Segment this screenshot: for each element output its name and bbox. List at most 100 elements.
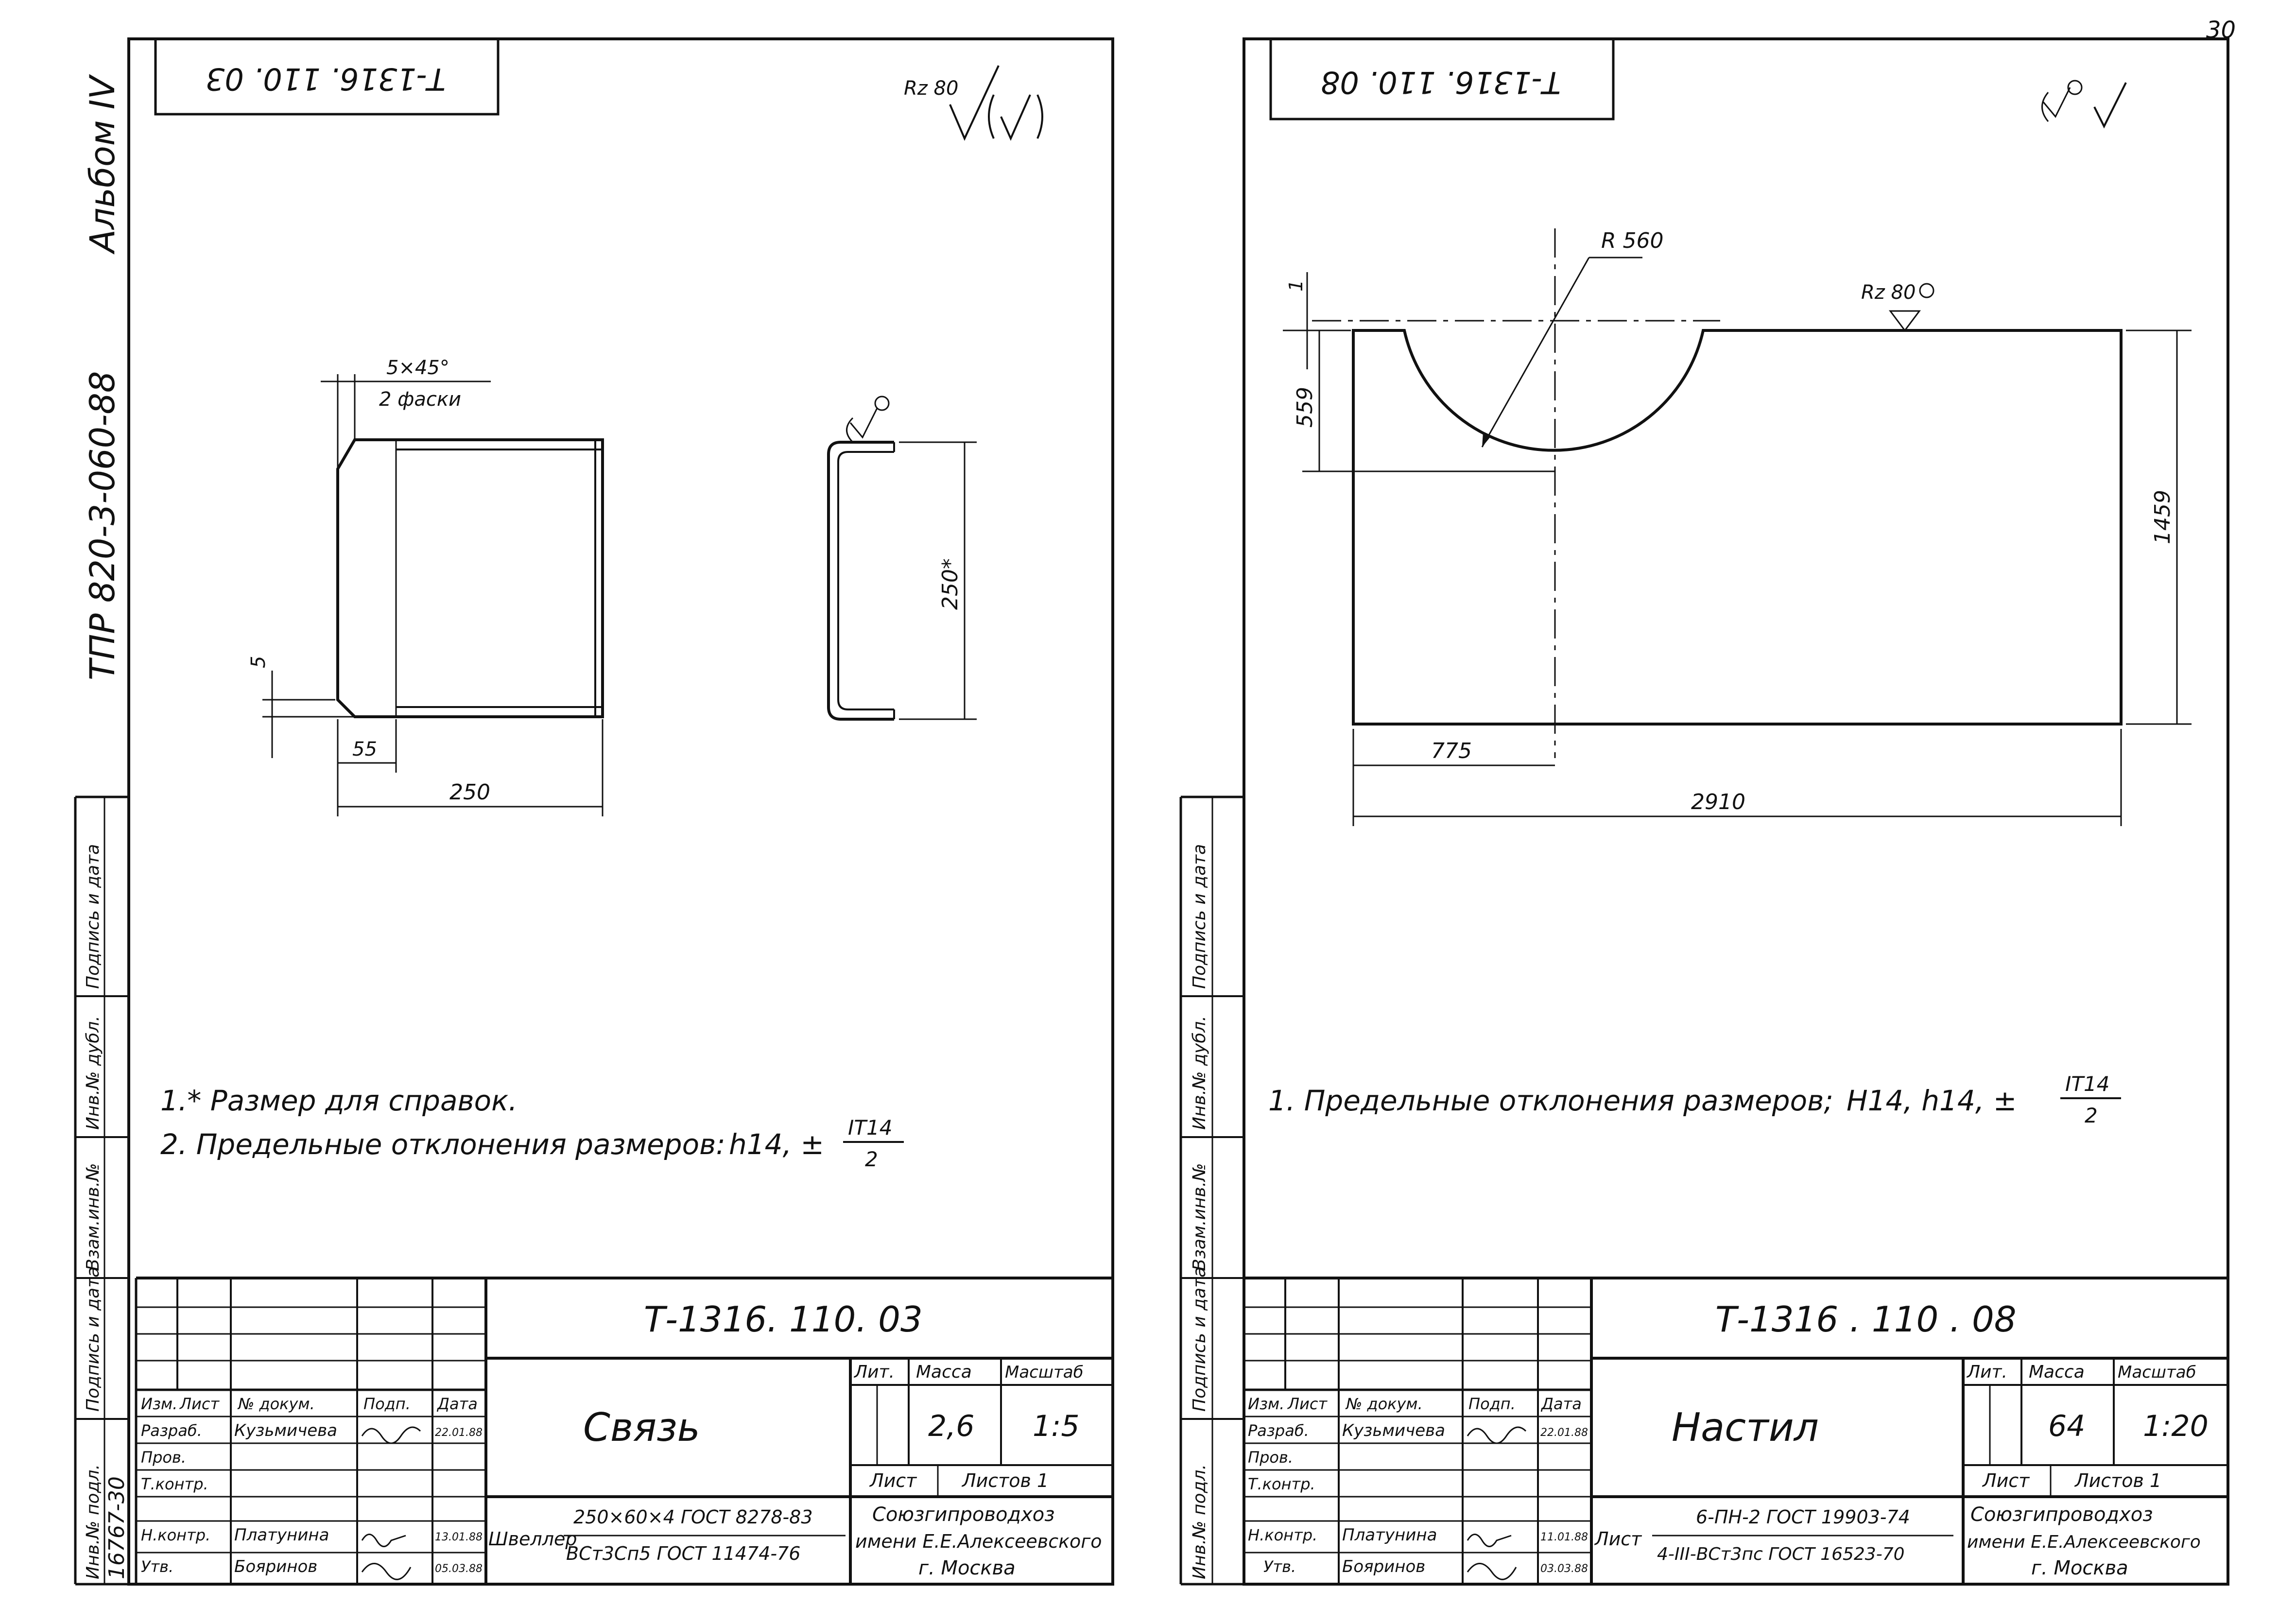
org-3-right: г. Москва	[2031, 1557, 2128, 1579]
org-1-right: Союзгипроводхоз	[1970, 1503, 2153, 1526]
lit-label-right: Лит.	[1966, 1362, 2007, 1382]
date-razrab: 22.01.88	[435, 1427, 483, 1439]
date-nkontr: 13.01.88	[435, 1531, 483, 1543]
sheet-right: Подпись и дата Инв.№ дубл. Взам.инв.№ По…	[1179, 37, 2229, 1586]
material-1-left: 250×60×4 ГОСТ 8278-83	[573, 1506, 813, 1528]
r-name-utv: Бояринов	[1342, 1557, 1425, 1576]
r-side-label-1: Подпись и дата	[1190, 844, 1209, 989]
role-nkontr: Н.контр.	[141, 1526, 210, 1544]
roughness-label-left: Rz 80	[904, 77, 958, 100]
dim-r560: R 560	[1601, 228, 1664, 253]
project-code: ТПР 820-3-060-88	[83, 371, 122, 680]
mass-left: 2,6	[928, 1409, 974, 1443]
name-utv: Бояринов	[234, 1557, 317, 1576]
r-side-label-3: Взам.инв.№	[1190, 1163, 1209, 1271]
chamfer-size: 5×45°	[386, 357, 449, 379]
mass-right: 64	[2048, 1409, 2085, 1443]
sheet-label-left: Лист	[869, 1470, 917, 1491]
hdr-izm: Изм.	[141, 1395, 177, 1413]
dim-1459: 1459	[2150, 490, 2175, 544]
sheets-label-left: Листов 1	[961, 1470, 1049, 1491]
dim-5: 5	[247, 656, 270, 668]
date-utv: 05.03.88	[435, 1563, 483, 1575]
dim-775: 775	[1431, 739, 1472, 763]
side-label-4: Подпись и дата	[83, 1267, 103, 1412]
top-code-left: Т-1316. 110. 03	[206, 61, 446, 97]
side-label-3: Взам.инв.№	[83, 1163, 103, 1271]
note-2-left-den: 2	[865, 1147, 878, 1171]
r-date-razrab: 22.01.88	[1540, 1427, 1588, 1439]
side-label-1: Подпись и дата	[83, 844, 103, 989]
part-name-right: Настил	[1672, 1405, 1819, 1450]
note-1-right-tol: Н14, h14, ±	[1847, 1084, 2017, 1117]
r-date-utv: 03.03.88	[1540, 1563, 1588, 1575]
dim-250-star: 250*	[938, 558, 963, 610]
scale-left: 1:5	[1033, 1409, 1080, 1443]
nastil-plate: R 560 Rz 80 1 559 1459 775 2910	[1283, 228, 2192, 826]
dim-1: 1	[1285, 280, 1307, 292]
material-2-left: ВСт3Сп5 ГОСТ 11474-76	[566, 1543, 800, 1564]
sheet-left: Альбом IV ТПР 820-3-060-88 Подпись и дат…	[74, 37, 1114, 1586]
sheets-label-right: Листов 1	[2074, 1470, 2161, 1491]
r-side-label-4: Подпись и дата	[1190, 1267, 1209, 1412]
album-label: Альбом IV	[83, 74, 122, 255]
signature-1	[361, 1426, 421, 1444]
r-role-tkontr: Т.контр.	[1248, 1475, 1315, 1493]
hdr-doc: № докум.	[237, 1395, 315, 1413]
r-hdr-list: Лист	[1287, 1395, 1328, 1413]
r-date-nkontr: 11.01.88	[1540, 1531, 1588, 1543]
org-3-left: г. Москва	[918, 1557, 1016, 1579]
mass-label-right: Масса	[2029, 1362, 2085, 1382]
r-hdr-data: Дата	[1540, 1395, 1582, 1413]
chamfer-note: 2 фаски	[379, 388, 461, 411]
mass-label-left: Масса	[916, 1362, 972, 1382]
hdr-list: Лист	[179, 1395, 220, 1413]
r-name-razrab: Кузьмичева	[1342, 1421, 1445, 1440]
signature-2	[361, 1534, 406, 1547]
note-1-right-den: 2	[2085, 1104, 2098, 1127]
r-name-nkontr: Платунина	[1342, 1525, 1437, 1545]
org-2-left: имени Е.Е.Алексеевского	[855, 1531, 1102, 1552]
scale-label-left: Масштаб	[1005, 1363, 1084, 1382]
note-1-right-num: IT14	[2065, 1072, 2110, 1096]
side-label-2: Инв.№ дубл.	[83, 1016, 103, 1130]
r-side-label-2: Инв.№ дубл.	[1190, 1016, 1209, 1130]
hdr-podp: Подп.	[363, 1395, 411, 1413]
roughness-label-right: Rz 80	[1861, 281, 1916, 304]
role-utv: Утв.	[141, 1557, 173, 1576]
scale-label-right: Масштаб	[2118, 1363, 2196, 1382]
role-prov: Пров.	[141, 1448, 186, 1467]
material-label-right: Лист	[1594, 1528, 1642, 1550]
note-2-left-tol: h14, ±	[729, 1128, 824, 1161]
channel-section: 250*	[827, 396, 977, 721]
scale-right: 1:20	[2143, 1409, 2209, 1443]
name-nkontr: Платунина	[234, 1525, 329, 1545]
note-2-left: 2. Предельные отклонения размеров:	[160, 1128, 725, 1161]
name-razrab: Кузьмичева	[234, 1421, 337, 1440]
title-block-right: Изм. Лист № докум. Подп. Дата Разраб. Пр…	[1243, 1277, 2228, 1584]
org-2-right: имени Е.Е.Алексеевского	[1967, 1532, 2201, 1552]
dim-559: 559	[1293, 387, 1317, 428]
r-side-label-5: Инв.№ подл.	[1190, 1464, 1209, 1579]
dim-2910: 2910	[1691, 790, 1745, 814]
r-role-utv: Утв.	[1263, 1557, 1296, 1576]
material-1-right: 6-ПН-2 ГОСТ 19903-74	[1696, 1506, 1910, 1528]
side-label-5: Инв.№ подл.	[83, 1464, 103, 1579]
r-hdr-podp: Подп.	[1468, 1395, 1516, 1413]
inv-number: 16767-30	[104, 1476, 129, 1579]
doc-code-left: Т-1316. 110. 03	[644, 1299, 923, 1340]
part-name-left: Связь	[583, 1405, 700, 1450]
material-label-left: Швеллер	[488, 1528, 577, 1550]
svyaz-front-view: 5×45° 2 фаски 5 55 250	[247, 357, 604, 816]
sheet-label-right: Лист	[1982, 1470, 2030, 1491]
r-role-nkontr: Н.контр.	[1248, 1526, 1317, 1544]
note-1-right: 1. Предельные отклонения размеров;	[1268, 1084, 1833, 1117]
org-1-left: Союзгипроводхоз	[872, 1503, 1055, 1526]
hdr-data: Дата	[436, 1395, 478, 1413]
role-razrab: Разраб.	[141, 1421, 202, 1440]
r-hdr-doc: № докум.	[1345, 1395, 1423, 1413]
r-signature-2	[1467, 1534, 1512, 1547]
note-2-left-num: IT14	[848, 1116, 893, 1140]
signature-3	[361, 1563, 412, 1580]
